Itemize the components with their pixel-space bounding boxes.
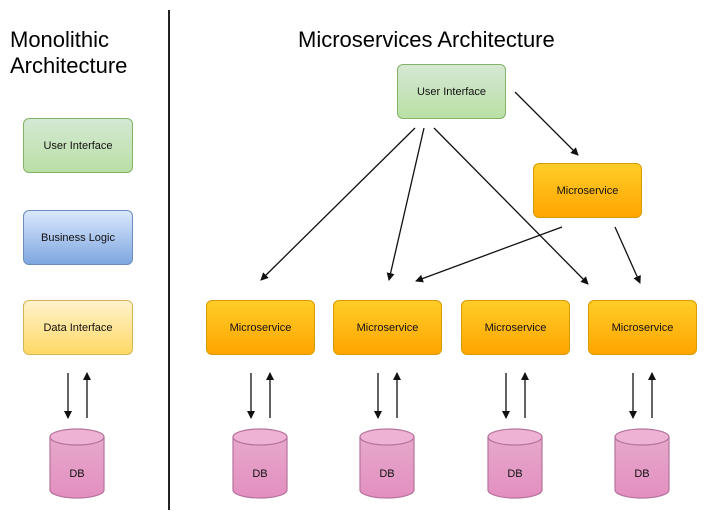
db-cylinder-4: DB [614,428,670,499]
db-label-1: DB [252,468,267,480]
db-label-3: DB [507,468,522,480]
mono-business-logic-box: Business Logic [23,210,133,265]
microservice-box-2: Microservice [333,300,442,355]
arrow-ui-to-service-4 [433,127,589,285]
upper-microservice-label: Microservice [556,184,619,197]
mono-user-interface-label: User Interface [43,139,113,152]
mono-db-label: DB [69,468,84,480]
microservice-label-1: Microservice [229,321,292,334]
microservice-label-3: Microservice [484,321,547,334]
db-label-2: DB [379,468,394,480]
db-cylinder-1: DB [232,428,288,499]
arrow-upper-to-service-2 [415,226,563,283]
db-cylinder-3: DB [487,428,543,499]
arrow-upper-to-service-4 [614,226,641,284]
monolithic-title: Monolithic Architecture [10,27,160,79]
microservice-box-3: Microservice [461,300,570,355]
monolithic-title-line2: Architecture [10,53,128,78]
monolithic-title-line1: Monolithic [10,27,110,52]
mono-data-interface-label: Data Interface [43,321,113,334]
mono-user-interface-box: User Interface [23,118,133,173]
mono-business-logic-label: Business Logic [41,231,115,244]
section-divider [168,10,170,510]
mono-db-cylinder: DB [49,428,105,499]
microservice-label-2: Microservice [356,321,419,334]
micro-user-interface-box: User Interface [397,64,506,119]
db-label-4: DB [634,468,649,480]
mono-data-interface-box: Data Interface [23,300,133,355]
microservice-box-1: Microservice [206,300,315,355]
microservice-box-4: Microservice [588,300,697,355]
upper-microservice-box: Microservice [533,163,642,218]
arrow-ui-to-service-2 [386,127,425,281]
arrow-ui-to-service-1 [260,127,416,281]
microservice-label-4: Microservice [611,321,674,334]
db-cylinder-2: DB [359,428,415,499]
microservices-title: Microservices Architecture [298,27,555,52]
micro-user-interface-label: User Interface [416,85,487,98]
arrow-ui-to-upper-service [514,91,579,156]
